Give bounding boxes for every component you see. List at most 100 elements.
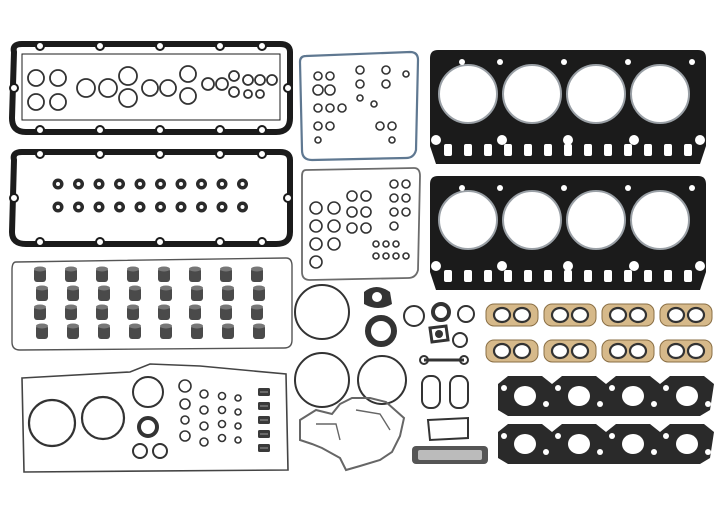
seal-top [36, 323, 48, 329]
seal-top [160, 285, 172, 291]
o-ring-icon [217, 391, 227, 401]
grommet-hole [97, 182, 101, 186]
o-ring-icon [266, 74, 278, 86]
intake-port [512, 342, 532, 360]
loose-gaskets-middle [294, 284, 488, 472]
oil-passage [444, 270, 452, 282]
coolant-hole [561, 185, 567, 191]
grommet-hole [138, 182, 142, 186]
coolant-hole [689, 185, 695, 191]
valve-stem-seal [158, 306, 170, 320]
exhaust-port [676, 434, 698, 454]
coolant-hole [625, 59, 631, 65]
fire-ring [566, 190, 626, 250]
o-ring-icon [375, 121, 385, 131]
bolt-tab [283, 83, 293, 93]
small-o-rings [178, 379, 242, 447]
bolt-tab [215, 41, 225, 51]
bolt-tab [155, 41, 165, 51]
grommet-hole [56, 205, 60, 209]
valve-cover-seal-rings [27, 65, 278, 111]
o-ring-icon [217, 419, 227, 429]
oil-passage [524, 270, 532, 282]
grommet-hole [76, 205, 81, 209]
intake-port [492, 342, 512, 360]
bolt-hole [651, 449, 657, 455]
valve-cover-gasket-top [8, 41, 293, 135]
oil-passage [664, 270, 672, 282]
seal-top [253, 285, 265, 291]
large-o-ring [80, 395, 126, 441]
coolant-hole [459, 59, 465, 65]
coolant-hole [561, 59, 567, 65]
fire-ring [502, 64, 562, 124]
o-ring-icon [179, 430, 191, 442]
o-ring-icon [327, 219, 341, 233]
o-ring-icon [403, 305, 425, 327]
o-ring-icon [346, 206, 358, 218]
exhaust-manifold-gasket-top [498, 376, 714, 416]
seal-top [98, 285, 110, 291]
o-ring-icon [314, 136, 322, 144]
seal-top [98, 323, 110, 329]
intake-port [686, 342, 706, 360]
o-ring-icon [402, 252, 410, 260]
valve-stem-seal [158, 268, 170, 282]
seal-icon [365, 315, 397, 347]
o-ring-icon [309, 201, 323, 215]
square-gasket [428, 324, 450, 344]
exhaust-port [676, 386, 698, 406]
grommet-hole [97, 205, 101, 209]
valve-stem-seal [189, 306, 201, 320]
o-ring-icon [118, 66, 138, 86]
coolant-hole [459, 185, 465, 191]
small-o-ring [152, 443, 168, 459]
o-ring-icon [388, 136, 396, 144]
o-ring-icon [199, 437, 209, 447]
o-ring-icon [382, 240, 390, 248]
o-ring-icon [201, 77, 215, 91]
oil-passage [504, 270, 512, 282]
valve-stem-seal [189, 268, 201, 282]
valve-stem-seal [127, 306, 139, 320]
valve-stem-seal [34, 306, 46, 320]
o-ring-icon [313, 71, 323, 81]
grommet-hole [117, 182, 122, 186]
grommet-hole [158, 205, 163, 209]
valve-stem-seal [96, 306, 108, 320]
valve-stem-seal [222, 325, 234, 339]
head-bolt-hole [563, 135, 573, 145]
oil-passage [644, 144, 652, 156]
bolt-tab [35, 237, 45, 247]
grommet-hole [158, 182, 163, 186]
crank-seal [137, 416, 159, 438]
o-ring-icon [392, 252, 400, 260]
oil-passage [544, 270, 552, 282]
exhaust-manifold-gasket-icon [498, 424, 714, 464]
o-ring-icon [242, 74, 254, 86]
o-ring-icon [178, 379, 192, 393]
o-ring-icon [234, 394, 242, 402]
intake-port [666, 306, 686, 324]
o-ring-icon [199, 405, 209, 415]
oil-passage [604, 144, 612, 156]
valve-cover-outline [8, 149, 293, 247]
o-ring-icon [179, 87, 197, 105]
seal-top [65, 266, 77, 272]
screen-mesh [418, 450, 482, 460]
seal-top [67, 323, 79, 329]
front-cover-gasket [298, 50, 420, 162]
head-bolt-hole [431, 261, 441, 271]
timing-cover-o-rings [309, 179, 411, 269]
fire-ring [438, 190, 498, 250]
oil-passage [504, 144, 512, 156]
o-ring-icon [325, 103, 335, 113]
bolt-tab [9, 83, 19, 93]
o-ring [132, 376, 164, 408]
o-ring-icon [228, 70, 240, 82]
o-ring-icon [179, 398, 191, 410]
valve-stem-seal [127, 268, 139, 282]
seal-top [222, 323, 234, 329]
intake-port [550, 306, 570, 324]
cover-gasket [426, 416, 469, 442]
